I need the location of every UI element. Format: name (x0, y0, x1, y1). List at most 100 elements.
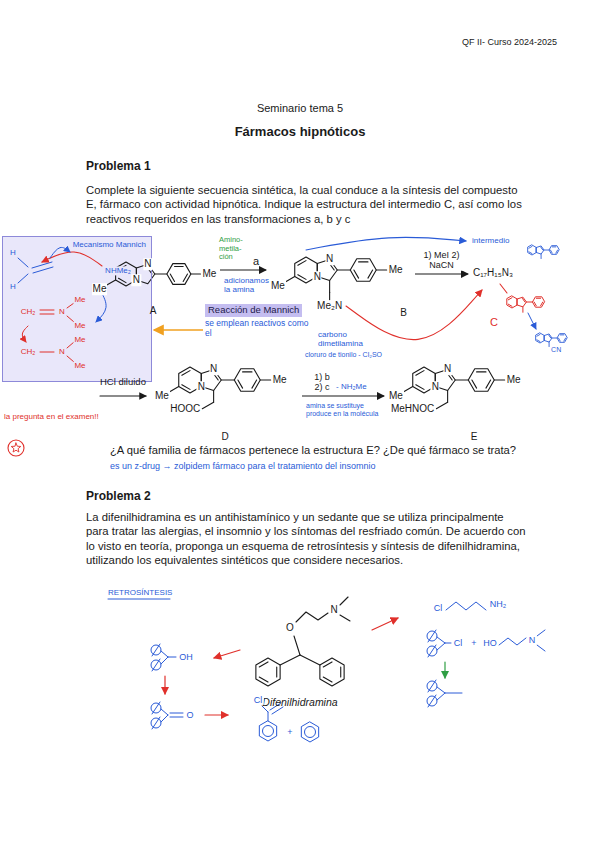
drawn-stroke (560, 334, 564, 335)
drawn-stroke (323, 662, 332, 667)
reagent-label: 1) MeI 2) NaCN (421, 250, 463, 271)
reaction-arrow (220, 269, 266, 270)
drawn-stroke (340, 597, 348, 605)
drawn-stroke (544, 334, 552, 342)
text-label: Cl (453, 638, 464, 648)
drawn-stroke (416, 385, 424, 390)
drawn-stroke (552, 246, 556, 247)
drawn-stroke (552, 338, 557, 339)
drawn-stroke (329, 292, 330, 300)
drawn-stroke (167, 264, 191, 285)
drawn-stroke (205, 714, 228, 715)
text-label: NH₂ (489, 599, 508, 609)
drawn-stroke (161, 657, 168, 664)
text-label: carbono dimetilamina (318, 330, 370, 348)
text-label: es un z-drug → zolpidem fármaco para el … (110, 461, 376, 471)
atom-label: N (325, 254, 334, 266)
drawn-stroke (508, 304, 512, 306)
drawn-stroke (183, 274, 187, 281)
drawn-stroke (541, 247, 543, 250)
drawn-stroke (320, 658, 344, 686)
text-label: N (528, 635, 537, 645)
drawn-stroke (500, 284, 507, 293)
drawn-stroke (191, 273, 201, 274)
drawn-stroke (359, 261, 368, 262)
atom-label: Me (272, 374, 288, 386)
drawn-stroke (508, 298, 512, 300)
drawn-stroke (340, 667, 341, 677)
drawn-stroke (537, 645, 545, 651)
drawn-stroke (234, 369, 260, 392)
drawn-stroke (259, 677, 268, 682)
drawn-stroke (346, 290, 482, 340)
text-label: - NH₂Me (336, 382, 367, 391)
drawn-stroke (108, 599, 170, 600)
reaction-arrow (302, 395, 384, 396)
drawn-stroke (428, 630, 436, 642)
text-label: intermedio (472, 236, 509, 245)
star-mark (8, 440, 24, 456)
drawn-stroke (42, 252, 102, 266)
drawn-stroke (428, 680, 436, 692)
text-label: + (287, 727, 292, 737)
node-text: D (221, 431, 228, 443)
drawn-stroke (323, 677, 332, 682)
drawn-stroke (119, 278, 126, 282)
drawn-stroke (152, 659, 160, 671)
drawn-stroke (337, 269, 350, 270)
drawn-stroke (259, 662, 268, 667)
text-label: Me (73, 295, 86, 304)
drawn-stroke (436, 402, 447, 409)
reaction-arrow (415, 273, 468, 274)
drawn-stroke (259, 721, 276, 741)
atom-label: CN (550, 346, 562, 354)
drawn-stroke (276, 667, 277, 677)
drawn-stroke (445, 693, 462, 694)
aromatic-ring (305, 727, 316, 738)
atom-label: Me (270, 280, 286, 292)
node-text: B (400, 307, 407, 319)
phenyl-symbol (151, 645, 161, 655)
text-label: HO (482, 638, 498, 648)
phenyl-symbol (427, 646, 437, 656)
node-text: Mecanismo Mannich (73, 240, 146, 249)
drawn-stroke (437, 693, 445, 700)
drawn-stroke (107, 280, 115, 285)
drawn-stroke (238, 380, 243, 388)
drawn-stroke (256, 658, 280, 686)
drawn-stroke (404, 387, 413, 392)
text-label: N (58, 307, 66, 316)
atom-label: Me (92, 284, 108, 296)
drawn-stroke (22, 326, 28, 342)
aromatic-ring (263, 726, 274, 737)
drawn-stroke (428, 645, 436, 657)
drawn-stroke (340, 615, 350, 621)
text-label: H (9, 282, 17, 291)
atom-label: N (197, 381, 206, 393)
text-label: amina se sustituye produce en la molécul… (306, 402, 382, 418)
drawn-stroke (507, 296, 517, 308)
atom-label: MeHNOC (390, 403, 435, 415)
atom-label: N (431, 381, 440, 393)
drawn-stroke (11, 443, 21, 452)
drawn-stroke (537, 334, 540, 336)
drawn-stroke (537, 340, 540, 342)
drawn-stroke (152, 717, 160, 729)
drawn-stroke (372, 618, 398, 630)
drawn-stroke (40, 352, 54, 353)
drawn-stroke (300, 655, 320, 665)
drawn-stroke (354, 270, 359, 278)
drawn-stroke (558, 338, 560, 341)
drawn-stroke (528, 313, 536, 329)
drawn-stroke (536, 333, 545, 343)
text-label: Complete la siguiente secuencia sintétic… (86, 183, 526, 226)
drawn-stroke (437, 637, 445, 643)
drawn-stroke (161, 715, 168, 722)
drawn-stroke (32, 262, 52, 268)
drawn-stroke (532, 297, 544, 307)
text-label: OH (178, 652, 194, 662)
drawn-stroke (100, 395, 146, 396)
drawn-stroke (243, 371, 252, 372)
drawn-stroke (522, 307, 523, 312)
drawn-stroke (522, 299, 525, 302)
